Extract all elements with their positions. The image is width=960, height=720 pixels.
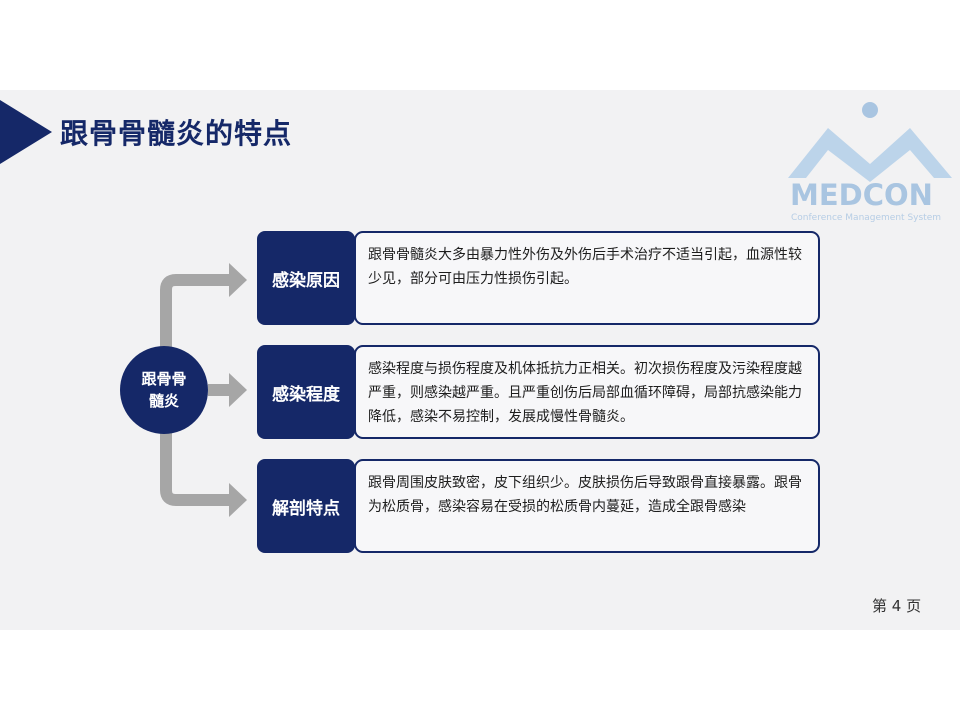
page-title: 跟骨骨髓炎的特点 [60,117,293,150]
hub-circle: 跟骨骨髓炎 [120,346,208,434]
hub-label: 跟骨骨髓炎 [141,370,187,410]
label-infection-cause: 感染原因 [257,231,355,325]
connector-arrows [160,263,247,517]
desc-infection-cause: 跟骨骨髓炎大多由暴力性外伤及外伤后手术治疗不适当引起，血源性较少见，部分可由压力… [354,231,820,325]
label-infection-degree: 感染程度 [257,345,355,439]
logo-subtitle: Conference Management System [791,213,941,223]
title-arrow-icon [0,100,52,164]
page-number: 第 4 页 [872,597,922,615]
slide: 跟骨骨髓炎的特点 MEDCON Conference Management Sy… [0,90,960,630]
desc-infection-degree: 感染程度与损伤程度及机体抵抗力正相关。初次损伤程度及污染程度越严重，则感染越严重… [354,345,820,439]
logo-wordmark: MEDCON [790,178,933,212]
desc-anatomy: 跟骨周围皮肤致密，皮下组织少。皮肤损伤后导致跟骨直接暴露。跟骨为松质骨，感染容易… [354,459,820,553]
label-anatomy: 解剖特点 [257,459,355,553]
logo-mountain-icon [788,102,952,182]
medcon-logo: MEDCON Conference Management System [788,98,952,223]
